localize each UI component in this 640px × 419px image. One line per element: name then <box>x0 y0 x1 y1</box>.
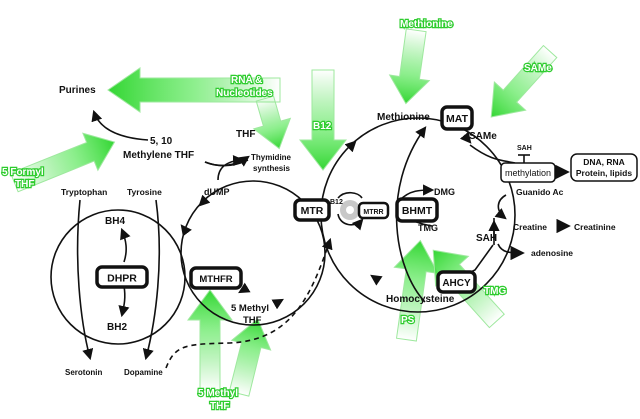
methyl-thf-label-1: 5 Methyl <box>231 303 269 314</box>
tyrosine-to-dopamine-arrow <box>142 199 161 361</box>
tryptophan-label: Tryptophan <box>61 187 107 197</box>
tyrosine-label: Tyrosine <box>127 187 162 197</box>
green-label-methyl-2: THF <box>210 401 229 412</box>
dna-rna-label: DNA, RNA <box>583 157 625 167</box>
dump-label: dUMP <box>204 187 230 197</box>
bh2-label: BH2 <box>107 322 127 333</box>
methylation-label: methylation <box>505 168 551 178</box>
enzyme-bhmt-label: BHMT <box>402 205 433 217</box>
methylene-to-thymidine-line <box>204 159 249 167</box>
guanido-ac-label: Guanido Ac <box>516 187 564 197</box>
enzyme-mthfr-label: MTHFR <box>199 274 232 285</box>
b12-recycle-icon <box>337 191 364 231</box>
green-label-same: SAMe <box>524 63 552 74</box>
enzyme-mtr[interactable]: MTR <box>293 198 331 222</box>
green-arrow-5-methyl-thf-secondary <box>228 318 272 397</box>
bh4-label: BH4 <box>105 216 125 227</box>
green-label-ps: PS <box>401 315 415 326</box>
enzyme-dhpr[interactable]: DHPR <box>95 265 149 289</box>
folate-cycle-arrow-1 <box>198 194 211 207</box>
enzyme-mat-label: MAT <box>446 113 469 125</box>
dopamine-label: Dopamine <box>124 368 163 377</box>
enzyme-ahcy[interactable]: AHCY <box>436 270 477 294</box>
green-label-methyl-1: 5 Methyl <box>198 388 238 399</box>
folate-cycle-arrow-3 <box>271 298 284 310</box>
mtrr-arc-top <box>337 191 363 199</box>
guanido-to-creatine-arrow <box>494 194 507 220</box>
methyl-thf-label-2: THF <box>243 315 262 326</box>
met-cycle-arrow-2 <box>459 131 472 144</box>
purines-label: Purines <box>59 85 96 96</box>
dhpr-to-bh4-arrow <box>120 227 131 263</box>
dump-to-thymidine-arrow <box>217 154 245 181</box>
homocysteine-label: Homocysteine <box>386 294 455 305</box>
enzyme-mthfr[interactable]: MTHFR <box>189 266 243 290</box>
methionine-label: Methionine <box>377 112 430 123</box>
folate-cycle-arrow-4 <box>180 224 192 237</box>
sah-label: SAH <box>476 233 497 244</box>
enzyme-bhmt[interactable]: BHMT <box>395 197 439 223</box>
dhpr-to-bh2-arrow <box>118 285 130 318</box>
methylene-thf-label-2: Methylene THF <box>123 150 194 161</box>
enzyme-mtrr-label: MTRR <box>363 209 383 216</box>
green-label-tmg: TMG <box>484 286 506 297</box>
creatine-label: Creatine <box>513 222 547 232</box>
thymidine-label-2: synthesis <box>253 164 290 173</box>
enzyme-dhpr-label: DHPR <box>107 273 137 285</box>
methylene-thf-label-1: 5, 10 <box>150 136 173 147</box>
enzyme-mtrr[interactable]: MTRR <box>357 201 390 220</box>
same-label: SAMe <box>469 131 497 142</box>
green-label-formyl-2: THF <box>15 179 34 190</box>
creatinine-label: Creatinine <box>574 222 616 232</box>
green-label-rna-1: RNA & <box>231 75 262 86</box>
green-arrow-5-methyl-thf-mthfr <box>187 289 233 391</box>
green-arrow-methionine <box>388 28 431 105</box>
thymidine-label-1: Thymidine <box>251 153 292 162</box>
green-arrow-same <box>490 44 558 118</box>
tmg-label: TMG <box>418 223 438 233</box>
green-label-rna-2: Nucleotides <box>216 88 273 99</box>
thf-label: THF <box>236 129 255 140</box>
bhmt-arc <box>395 126 427 303</box>
met-cycle-arrow-1 <box>344 140 357 153</box>
serotonin-label: Serotonin <box>65 368 102 377</box>
met-cycle-arrow-3 <box>370 274 383 286</box>
b12-cofactor-label: B12 <box>330 199 343 206</box>
mtrr-arc-bottom <box>337 213 364 231</box>
green-arrow-5-formyl-thf <box>9 132 116 193</box>
green-arrow-rna-to-thymidine <box>252 95 292 150</box>
enzyme-ahcy-label: AHCY <box>442 278 471 289</box>
enzyme-mtr-label: MTR <box>301 205 324 217</box>
enzyme-mat[interactable]: MAT <box>440 105 474 131</box>
protein-lipids-label: Protein, lipids <box>576 168 632 178</box>
sah-top-label: SAH <box>517 145 532 152</box>
sah-to-adenosine-arrow <box>497 243 525 261</box>
methylation-box[interactable]: methylation <box>500 162 556 183</box>
dna-rna-protein-lipids-box[interactable]: DNA, RNA Protein, lipids <box>570 153 638 182</box>
tryptophan-to-serotonin-arrow <box>76 199 94 361</box>
folate-cycle-arrow-5 <box>238 282 251 294</box>
methylene-to-purines-arrow <box>91 109 149 141</box>
green-label-b12: B12 <box>313 121 332 132</box>
green-label-methionine: Methionine <box>400 19 453 30</box>
green-arrow-b12 <box>298 69 348 171</box>
dmg-label: DMG <box>434 187 455 197</box>
green-label-formyl-1: 5 Formyl <box>2 167 44 178</box>
adenosine-label: adenosine <box>531 248 573 258</box>
dopamine-to-mtr-dashed-arrow <box>165 237 333 369</box>
